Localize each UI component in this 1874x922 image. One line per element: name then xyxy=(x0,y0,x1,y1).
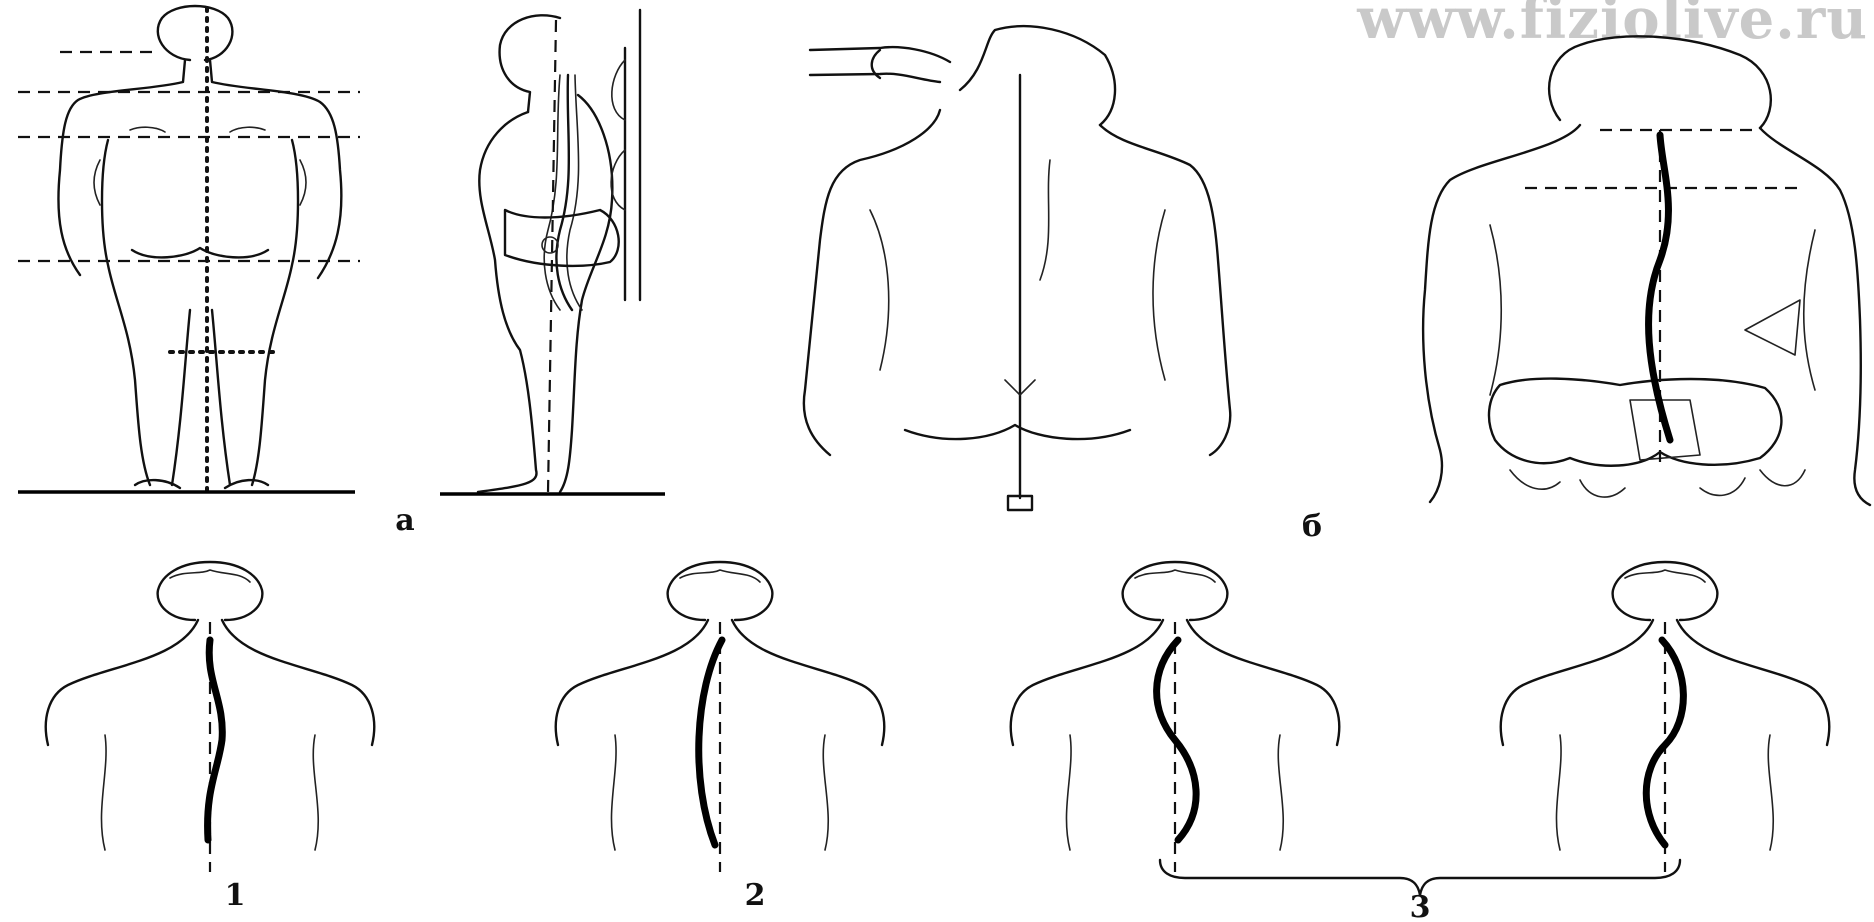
label-group-a: а xyxy=(395,503,414,538)
figure-a-side-view xyxy=(440,10,665,494)
watermark-text: www.fiziolive.ru xyxy=(1356,0,1868,52)
spine-variant-3b xyxy=(1501,562,1829,872)
label-variant-3: 3 xyxy=(1410,890,1431,922)
label-group-b: б xyxy=(1302,509,1322,544)
label-variant-1: 1 xyxy=(225,878,246,913)
figure-a-back-view xyxy=(18,6,360,492)
spine-variant-2: 2 xyxy=(556,562,884,913)
figure-b-pelvis-view xyxy=(1423,36,1870,505)
label-variant-2: 2 xyxy=(745,878,766,913)
figure-b-plumb-test xyxy=(804,26,1230,510)
spine-variant-3a xyxy=(1011,562,1339,872)
spine-variant-1: 1 xyxy=(46,562,374,913)
